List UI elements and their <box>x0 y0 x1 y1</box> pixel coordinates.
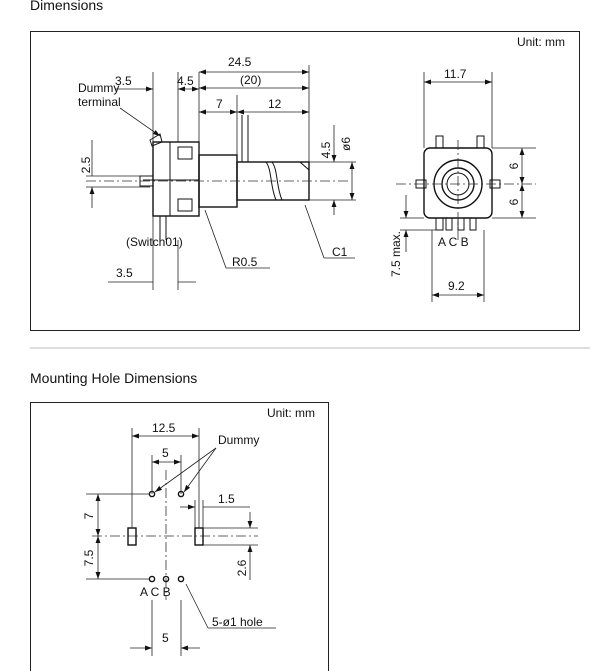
section-divider <box>30 347 590 349</box>
dim-3-5-top: 3.5 <box>115 74 132 88</box>
dim-6-lower: 6 <box>507 198 521 205</box>
dim-12: 12 <box>268 97 282 111</box>
dim-12-5: 12.5 <box>152 421 176 435</box>
dim-2-5: 2.5 <box>79 156 93 173</box>
dim-4-5-right: 4.5 <box>319 141 333 158</box>
dim-3-5-bottom: 3.5 <box>116 266 133 280</box>
dummy-terminal <box>149 133 163 147</box>
pin-hole-a <box>148 575 156 583</box>
mounting-dimensions: 12.5 5 Dummy 1.5 7 7.5 2.6 A C B 5-ø1 ho… <box>82 421 276 656</box>
dim-9-2: 9.2 <box>448 279 465 293</box>
dimensions-unit-label: Unit: mm <box>517 35 565 49</box>
dim-7-5-max: 7.5 max. <box>389 231 403 277</box>
front-pin-labels: A C B <box>438 235 469 249</box>
dummy-terminal-label-1: Dummy <box>78 81 119 95</box>
front-view <box>396 135 536 240</box>
dummy-terminal-label-2: terminal <box>78 95 121 109</box>
dim-1-5: 1.5 <box>218 492 235 506</box>
slot-left <box>127 527 137 546</box>
mounting-heading: Mounting Hole Dimensions <box>30 370 198 386</box>
dim-7: 7 <box>216 97 223 111</box>
dim-24-5: 24.5 <box>228 55 252 69</box>
dim-11-7: 11.7 <box>444 67 467 81</box>
side-dimensions: 24.5 (20) 3.5 4.5 7 12 Dummy terminal 2.… <box>78 55 356 290</box>
slot-right <box>194 527 204 546</box>
dim-7-vertical: 7 <box>82 512 96 519</box>
dim-dia-6: ø6 <box>339 137 353 151</box>
mounting-pin-labels: A C B <box>140 585 171 599</box>
holes-label: 5-ø1 hole <box>212 615 263 629</box>
dim-2-6: 2.6 <box>235 559 249 576</box>
pin-hole-c <box>162 575 170 583</box>
dim-4-5-top: 4.5 <box>177 74 194 88</box>
dimensions-heading: Dimensions <box>30 0 104 13</box>
dim-20: (20) <box>240 73 261 87</box>
dummy-label: Dummy <box>218 433 259 447</box>
mounting-pattern <box>92 470 258 600</box>
radius-label: R0.5 <box>232 255 258 269</box>
mounting-frame <box>30 402 329 671</box>
dim-7-5-vertical: 7.5 <box>82 549 96 566</box>
dim-5-top: 5 <box>162 446 169 460</box>
side-view <box>86 115 350 240</box>
pin-hole-b <box>177 575 185 583</box>
chamfer-label: C1 <box>332 245 348 259</box>
mounting-unit-label: Unit: mm <box>267 406 315 420</box>
dim-6-upper: 6 <box>507 162 521 169</box>
front-dimensions: 11.7 6 6 7.5 max. A C B 9.2 <box>389 67 536 302</box>
switch-label: (Switch01) <box>126 235 183 249</box>
dim-5-bottom: 5 <box>162 631 169 645</box>
